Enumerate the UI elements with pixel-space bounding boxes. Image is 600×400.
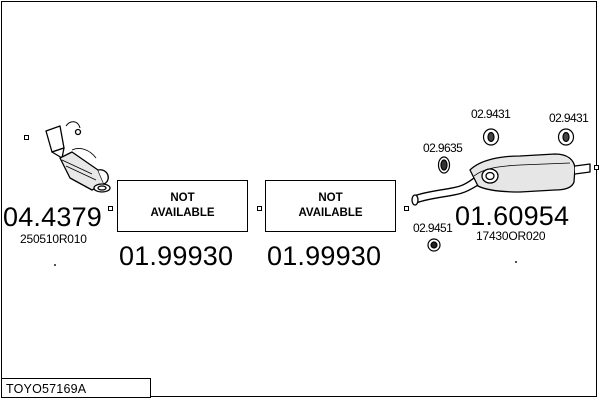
clamp-drawing[interactable] [437,156,451,174]
reference-dot [54,264,56,266]
connector-marker [108,206,113,211]
clamp-price[interactable]: 02.9635 [423,141,463,155]
connector-marker [594,165,599,170]
catalytic-converter-oem: 250510R010 [20,232,87,246]
rubber-mount-2-price[interactable]: 02.9431 [549,111,589,125]
rubber-mount-1-price[interactable]: 02.9431 [471,107,511,121]
connector-marker [24,135,29,140]
not-available-label: NOT AVAILABLE [150,192,215,219]
rear-silencer-oem: 17430OR020 [476,229,546,243]
middle-section-2-price[interactable]: 01.99930 [267,241,382,271]
footer-code-box: TOYO57169A [1,378,151,398]
rubber-mount-1-drawing[interactable] [482,128,500,146]
not-available-label: NOT AVAILABLE [298,192,363,219]
footer-code: TOYO57169A [6,382,87,396]
rear-silencer-price[interactable]: 01.60954 [455,201,570,231]
gasket-price[interactable]: 02.9451 [413,221,453,235]
connector-marker [257,206,262,211]
rubber-mount-2-drawing[interactable] [557,128,575,146]
middle-section-2-box[interactable]: NOT AVAILABLE [265,180,396,232]
reference-dot [515,261,517,263]
gasket-drawing[interactable] [427,238,441,252]
catalytic-converter-price[interactable]: 04.4379 [3,202,102,232]
catalytic-converter-drawing[interactable] [45,121,111,193]
middle-section-1-box[interactable]: NOT AVAILABLE [117,180,248,232]
connector-marker [404,206,409,211]
middle-section-1-price[interactable]: 01.99930 [119,241,234,271]
rear-silencer-drawing[interactable] [411,153,591,206]
